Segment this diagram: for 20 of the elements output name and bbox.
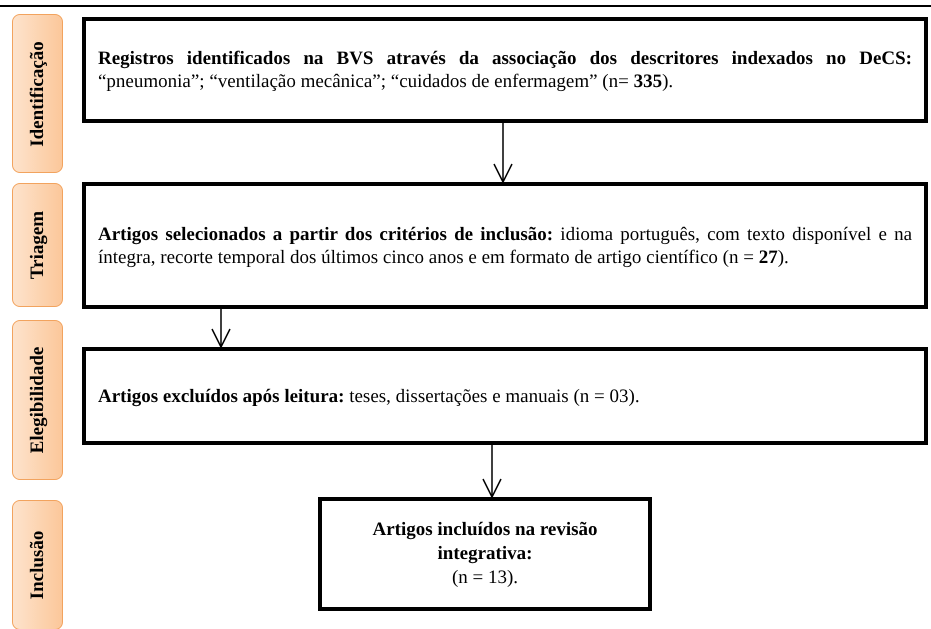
box-text: Registros identificados na BVS através da associação dos descritores indexados no DeCS: “pneumonia”; “ventilação mecânica”; “cuidados de enfermagem” (n= 335). <box>97 47 913 93</box>
stage-label-tab <box>12 500 63 629</box>
stage-label-tab <box>12 14 63 173</box>
box-text: Artigos excluídos após leitura: teses, dissertações e manuais (n = 03). <box>97 384 641 408</box>
stage-label: Inclusão <box>26 530 48 600</box>
result-box <box>318 497 652 611</box>
arrow <box>493 123 513 183</box>
stage-label: Identificação <box>26 40 48 146</box>
arrow <box>482 445 502 498</box>
stage-label: Triagem <box>26 210 48 280</box>
box-text: Artigos selecionados a partir dos critérios de inclusão: idioma português, com texto disponível e na íntegra, recorte temporal dos últimos cinco anos e em formato de artigo científico (n = 27). <box>97 222 914 268</box>
stage-label-tab <box>12 183 63 307</box>
process-box <box>82 182 928 309</box>
stage-label-tab <box>12 320 63 480</box>
process-box <box>82 17 928 123</box>
stage-label: Elegibilidade <box>26 346 48 454</box>
box-text: Artigos incluídos na revisão integrativa: <box>371 518 599 566</box>
process-box <box>82 347 928 445</box>
box-text: (n = 13). <box>450 566 520 590</box>
arrow <box>211 309 231 348</box>
